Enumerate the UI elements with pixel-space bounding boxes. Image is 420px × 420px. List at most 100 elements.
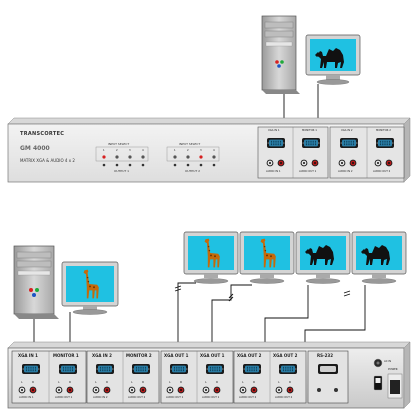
xga-out-2-port[interactable] xyxy=(243,364,261,374)
top-model-label: GM 4000 xyxy=(20,145,50,152)
audio-jack[interactable] xyxy=(374,159,382,167)
audio-label: AUDIO IN 1 xyxy=(19,396,34,399)
xga-out-1b-port[interactable] xyxy=(206,364,224,374)
port-label: XGA OUT 1 xyxy=(164,353,189,358)
bottom-cables xyxy=(33,282,366,346)
top-monitor-1-port[interactable] xyxy=(302,138,320,148)
audio-jack[interactable] xyxy=(338,159,346,167)
audio-label: AUDIO OUT 1 xyxy=(166,396,184,399)
audio-jack[interactable] xyxy=(29,386,37,394)
lr-label: R xyxy=(142,380,145,384)
top-port-panel xyxy=(257,126,405,179)
output-2-label: OUTPUT 2 xyxy=(185,169,201,173)
audio-label: AUDIO OUT 1 xyxy=(55,396,73,399)
lr-label: R xyxy=(180,380,183,384)
output-monitor-1 xyxy=(183,231,239,284)
port-label: MONITOR 2 xyxy=(126,353,152,358)
port-label: XGA IN 1 xyxy=(18,353,38,358)
output-monitor-2 xyxy=(239,231,295,284)
audio-jack[interactable] xyxy=(277,159,285,167)
audio-jack[interactable] xyxy=(18,386,26,394)
audio-label: AUDIO OUT 2 xyxy=(275,396,293,399)
audio-jack[interactable] xyxy=(286,386,294,394)
select-number: 3 xyxy=(200,149,202,152)
lr-label: R xyxy=(253,380,256,384)
top-brand-label: TRANSCORTEC xyxy=(20,131,65,137)
lr-label: L xyxy=(95,380,97,384)
audio-label: AUDIO IN 1 xyxy=(266,170,281,173)
audio-jack[interactable] xyxy=(275,386,283,394)
input-select-2-label: INPUT SELECT xyxy=(179,142,201,146)
audio-label: AUDIO OUT 1 xyxy=(299,170,317,173)
audio-jack[interactable] xyxy=(55,386,63,394)
top-pc-tower xyxy=(261,15,300,94)
lr-label: R xyxy=(106,380,109,384)
audio-jack[interactable] xyxy=(202,386,210,394)
xga-out-2b-port[interactable] xyxy=(279,364,297,374)
lr-label: L xyxy=(205,380,207,384)
rs232-port[interactable] xyxy=(318,364,338,374)
audio-jack[interactable] xyxy=(311,159,319,167)
xga-in-2-port[interactable] xyxy=(96,364,114,374)
select-number: 4 xyxy=(142,149,144,152)
top-xga-in-2-port[interactable] xyxy=(340,138,358,148)
lr-label: R xyxy=(32,380,35,384)
select-number: 3 xyxy=(129,149,131,152)
select-number: 4 xyxy=(213,149,215,152)
audio-jack[interactable] xyxy=(300,159,308,167)
input-select-1-label: INPUT SELECT xyxy=(108,142,130,146)
port-label: XGA OUT 2 xyxy=(237,353,262,358)
top-monitor-2-port[interactable] xyxy=(376,138,394,148)
select-number: 1 xyxy=(103,149,105,152)
top-xga-in-1-port[interactable] xyxy=(267,138,285,148)
audio-label: AUDIO OUT 2 xyxy=(373,170,391,173)
monitor-1-port[interactable] xyxy=(59,364,77,374)
lr-label: L xyxy=(131,380,133,384)
top-cables xyxy=(283,84,319,121)
lr-label: L xyxy=(242,380,244,384)
port-label: XGA OUT 2 xyxy=(273,353,298,358)
monitor-2-port[interactable] xyxy=(132,364,150,374)
port-label: XGA OUT 1 xyxy=(200,353,225,358)
top-panel-leds xyxy=(95,146,220,167)
bottom-pc-tower xyxy=(13,245,59,319)
lr-label: R xyxy=(216,380,219,384)
port-label: XGA IN 1 xyxy=(268,129,280,132)
audio-jack[interactable] xyxy=(66,386,74,394)
audio-jack[interactable] xyxy=(349,159,357,167)
xga-out-1-port[interactable] xyxy=(170,364,188,374)
select-number: 2 xyxy=(187,149,189,152)
audio-jack[interactable] xyxy=(266,159,274,167)
port-label: XGA IN 2 xyxy=(92,353,112,358)
audio-jack[interactable] xyxy=(385,159,393,167)
ac-in-label: AC IN xyxy=(384,360,392,363)
port-label: MONITOR 2 xyxy=(376,129,391,132)
power-section xyxy=(373,358,403,399)
audio-label: AUDIO OUT 2 xyxy=(128,396,146,399)
audio-jack[interactable] xyxy=(103,386,111,394)
audio-jack[interactable] xyxy=(139,386,147,394)
bottom-port-panel xyxy=(11,350,349,404)
audio-label: AUDIO IN 2 xyxy=(93,396,108,399)
port-label: MONITOR 1 xyxy=(53,353,79,358)
output-monitor-4 xyxy=(351,231,407,284)
audio-jack[interactable] xyxy=(239,386,247,394)
power-connector-icon xyxy=(390,380,400,394)
lr-label: L xyxy=(278,380,280,384)
audio-jack[interactable] xyxy=(128,386,136,394)
top-monitor xyxy=(305,34,361,85)
port-label: XGA IN 2 xyxy=(341,129,353,132)
audio-jack[interactable] xyxy=(250,386,258,394)
bottom-left-monitor xyxy=(61,261,119,315)
audio-jack[interactable] xyxy=(92,386,100,394)
audio-label: AUDIO OUT 2 xyxy=(239,396,257,399)
port-label: RS-232 xyxy=(317,353,333,358)
select-number: 2 xyxy=(116,149,118,152)
audio-jack[interactable] xyxy=(166,386,174,394)
audio-label: AUDIO OUT 1 xyxy=(202,396,220,399)
audio-jack[interactable] xyxy=(213,386,221,394)
xga-in-1-port[interactable] xyxy=(22,364,40,374)
lr-label: R xyxy=(69,380,72,384)
audio-jack[interactable] xyxy=(177,386,185,394)
